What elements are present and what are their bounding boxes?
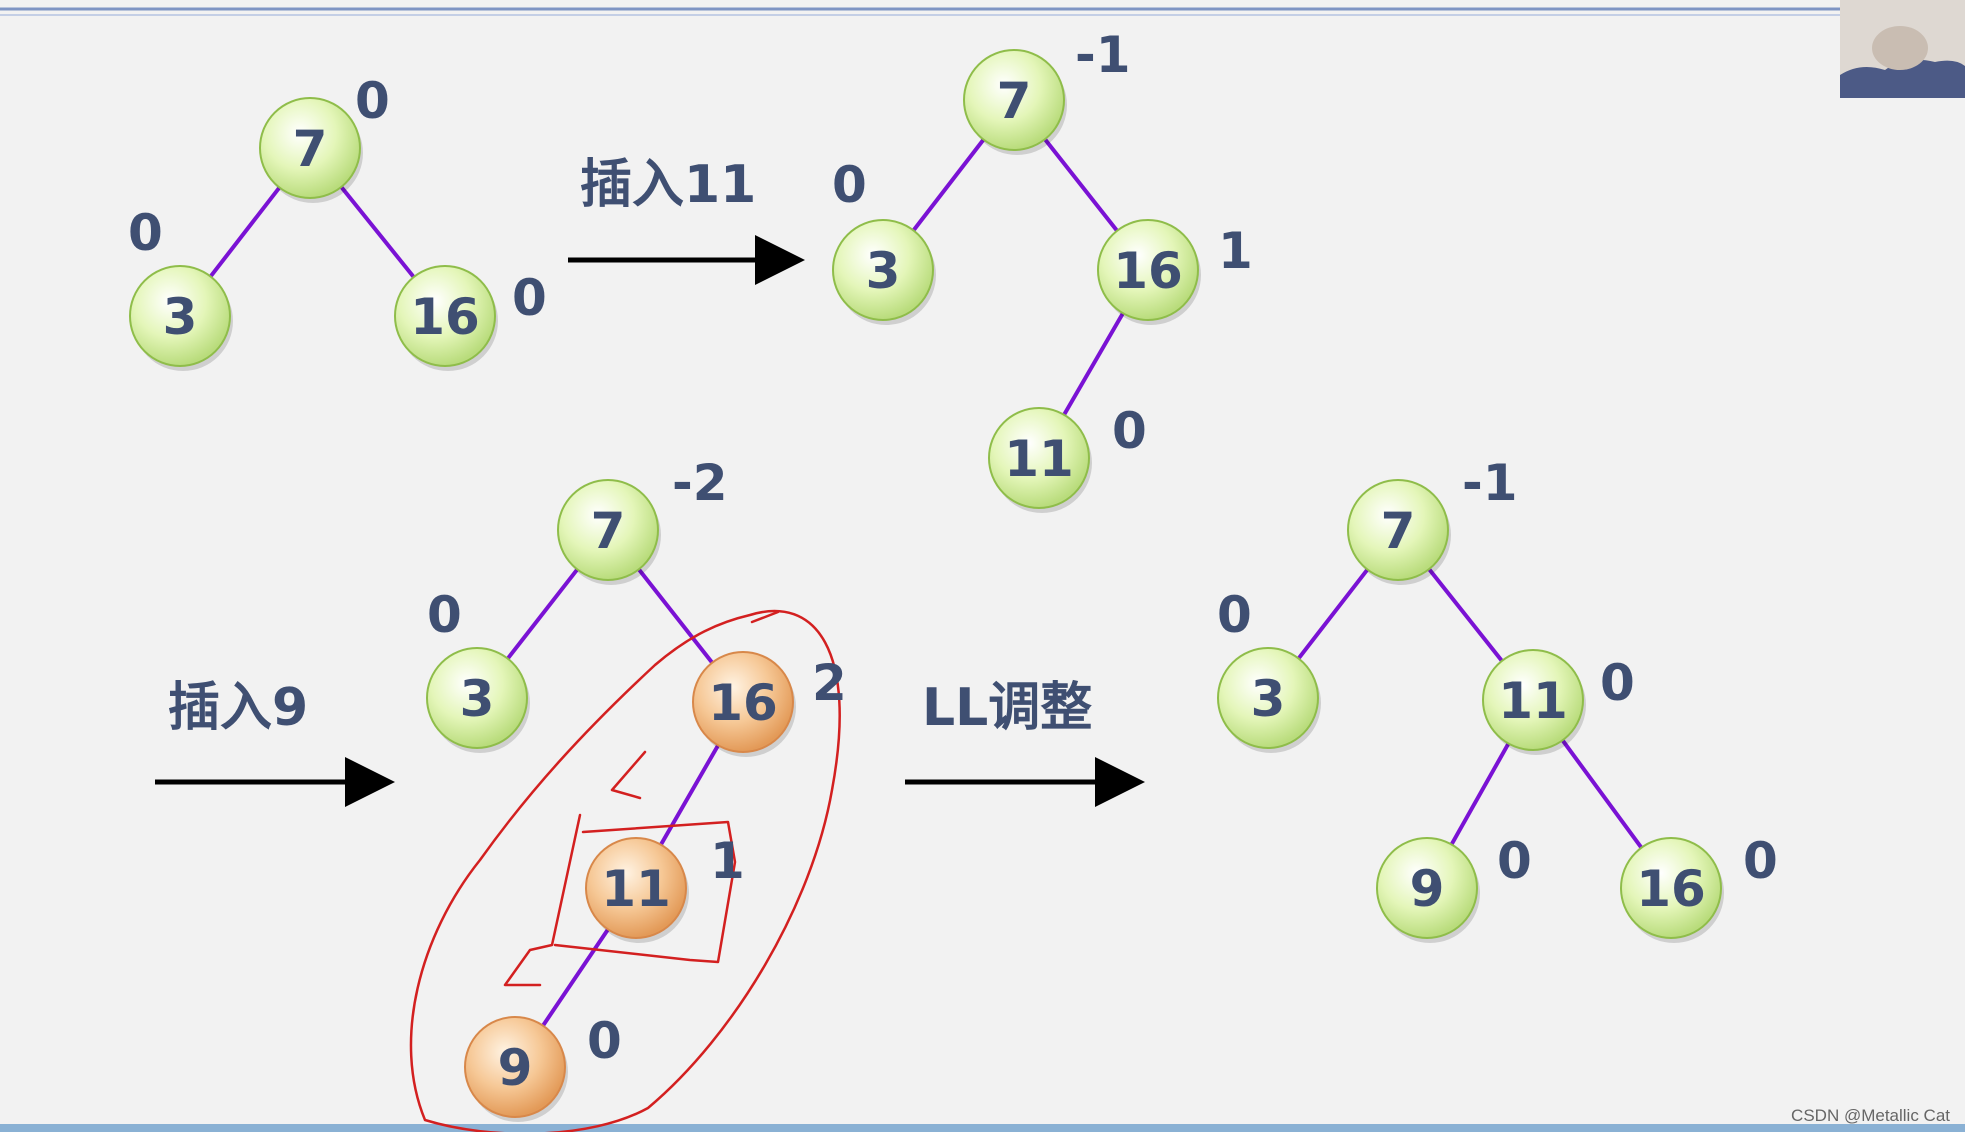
tree4-balance-factor-11: 0 — [1600, 654, 1635, 712]
tree4-edge-7-3 — [1297, 568, 1369, 660]
tree2-node-11: 11 — [988, 407, 1092, 513]
tree4-node-7: 7 — [1347, 479, 1451, 585]
tree3-node-3: 3 — [426, 647, 530, 753]
tree3-node-9: 9 — [464, 1016, 568, 1122]
annotation-ellipse — [409, 609, 841, 1132]
tree4-node-9: 9 — [1376, 837, 1480, 943]
node-circle — [1347, 479, 1449, 581]
tree1-node-7: 7 — [259, 97, 363, 203]
slide-bottom-bar — [0, 1124, 1965, 1132]
node-circle — [692, 651, 794, 753]
tree3-node-7: 7 — [557, 479, 661, 585]
tree2-edge-16-11 — [1062, 312, 1125, 416]
node-key-label: 3 — [1251, 670, 1286, 728]
tree4-node-11: 11 — [1482, 649, 1586, 755]
node-key-label: 3 — [163, 288, 198, 346]
step-label-insert-11: 插入11 — [580, 155, 756, 215]
node-key-label: 7 — [293, 120, 328, 178]
node-circle — [1217, 647, 1319, 749]
tree2-edge-7-16 — [1043, 138, 1119, 232]
tree4-balance-factor-7: -1 — [1462, 454, 1518, 512]
annotation-arrow-low — [503, 813, 582, 987]
step-label-ll-adjust: LL调整 — [922, 678, 1092, 738]
tree3-node-11: 11 — [585, 837, 689, 943]
tree3-balance-factor-7: -2 — [672, 454, 728, 512]
node-circle — [259, 97, 361, 199]
tree4-balance-factor-9: 0 — [1497, 832, 1532, 890]
tree2-balance-factor-3: 0 — [832, 156, 867, 214]
watermark: CSDN @Metallic Cat — [1791, 1106, 1950, 1125]
node-circle — [394, 265, 496, 367]
node-circle — [963, 49, 1065, 151]
tree2-node-16: 16 — [1097, 219, 1201, 325]
handwritten-annotation — [409, 609, 841, 1132]
tree4-balance-factor-16: 0 — [1743, 832, 1778, 890]
annotation-arrow-mid — [610, 750, 647, 800]
node-key-label: 3 — [866, 242, 901, 300]
node-key-label: 7 — [1381, 502, 1416, 560]
node-circle — [832, 219, 934, 321]
node-circle — [129, 265, 231, 367]
tree1-node-3: 3 — [129, 265, 233, 371]
node-circle — [557, 479, 659, 581]
tree3-edge-7-3 — [506, 568, 579, 660]
tree4-edge-11-16 — [1560, 739, 1644, 849]
node-circle — [464, 1016, 566, 1118]
tree3-node-16: 16 — [692, 651, 796, 757]
tree4-node-3: 3 — [1217, 647, 1321, 753]
tree4-edge-7-11 — [1427, 567, 1504, 663]
tree1-balance-factor-16: 0 — [512, 269, 547, 327]
tree4-edge-11-9 — [1449, 742, 1511, 846]
tree3-edge-11-9 — [541, 928, 610, 1027]
tree2-edge-7-3 — [911, 138, 986, 232]
annotation-rotation-box — [553, 820, 737, 964]
node-circle — [1097, 219, 1199, 321]
node-circle — [988, 407, 1090, 509]
tree2-balance-factor-7: -1 — [1075, 26, 1131, 84]
tree3-edge-7-16 — [637, 568, 714, 664]
presenter-video-thumbnail — [1840, 0, 1965, 98]
tree3-balance-factor-11: 1 — [710, 832, 745, 890]
node-key-label: 16 — [1636, 860, 1706, 918]
tree1-balance-factor-3: 0 — [128, 204, 163, 262]
tree1-node-16: 16 — [394, 265, 498, 371]
node-circle — [1620, 837, 1722, 939]
node-key-label: 9 — [498, 1039, 533, 1097]
tree3-balance-factor-9: 0 — [587, 1012, 622, 1070]
node-key-label: 7 — [997, 72, 1032, 130]
node-key-label: 16 — [410, 288, 480, 346]
tree2-balance-factor-16: 1 — [1218, 222, 1253, 280]
tree2-node-7: 7 — [963, 49, 1067, 155]
tree2-node-3: 3 — [832, 219, 936, 325]
tree4-node-16: 16 — [1620, 837, 1724, 943]
slide-top-border — [0, 7, 1840, 16]
node-key-label: 16 — [708, 674, 778, 732]
node-key-label: 9 — [1410, 860, 1445, 918]
node-circle — [426, 647, 528, 749]
node-circle — [1376, 837, 1478, 939]
tree1-edge-7-16 — [339, 185, 416, 279]
node-key-label: 3 — [460, 670, 495, 728]
tree3-balance-factor-3: 0 — [427, 586, 462, 644]
tree1-balance-factor-7: 0 — [355, 72, 390, 130]
node-key-label: 16 — [1113, 242, 1183, 300]
node-circle — [585, 837, 687, 939]
node-circle — [1482, 649, 1584, 751]
tree1-edge-7-3 — [209, 186, 281, 278]
tree4-balance-factor-3: 0 — [1217, 586, 1252, 644]
step-label-insert-9: 插入9 — [168, 678, 308, 738]
tree3-edge-16-11 — [659, 744, 720, 846]
node-key-label: 11 — [1498, 672, 1568, 730]
node-key-label: 11 — [1004, 430, 1074, 488]
node-key-label: 11 — [601, 860, 671, 918]
annotation-tick — [750, 610, 780, 624]
tree2-balance-factor-11: 0 — [1112, 402, 1147, 460]
edges-layer — [209, 138, 1644, 1027]
step-arrows — [155, 235, 1145, 807]
tree3-balance-factor-16: 2 — [812, 654, 847, 712]
node-key-label: 7 — [591, 502, 626, 560]
